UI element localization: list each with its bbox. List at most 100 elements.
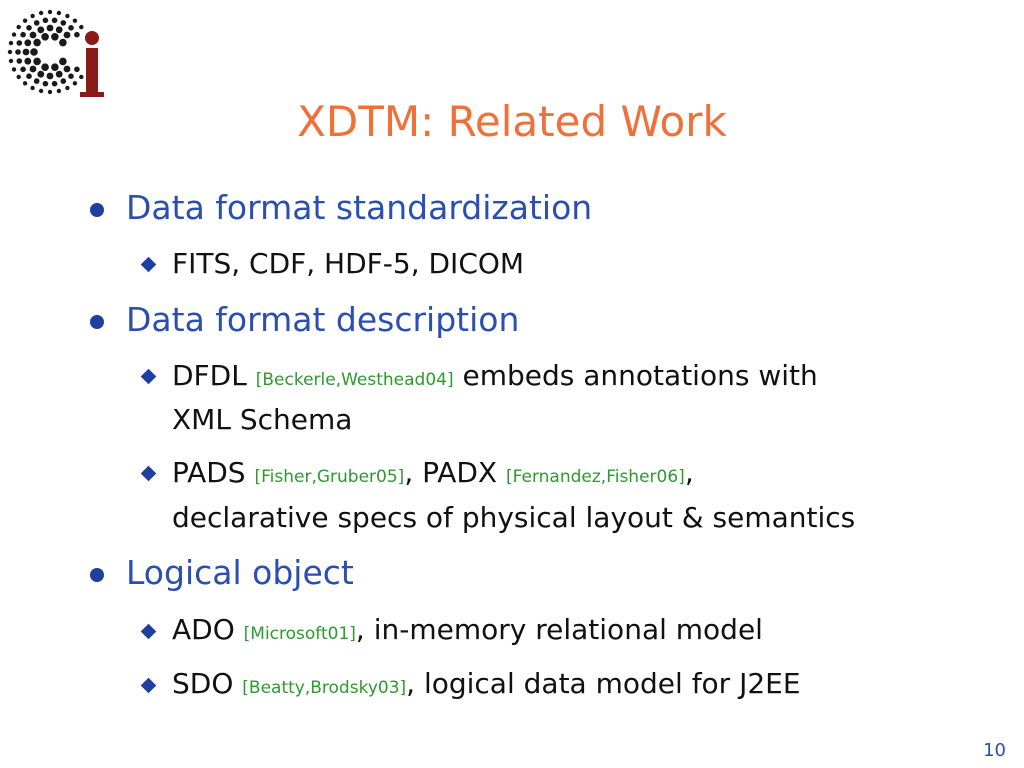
section-heading-standardization: Data format standardization (126, 188, 593, 227)
logo-dot (33, 38, 41, 47)
diamond-bullet-icon (140, 465, 157, 482)
citation: [Fisher,Gruber05] (254, 467, 405, 487)
logo-dot (60, 78, 67, 84)
logo-dot (7, 49, 13, 55)
item-text: ADO (172, 613, 244, 646)
logo-dot (55, 26, 63, 34)
diamond-bullet-icon (140, 256, 157, 273)
bullet-icon (90, 315, 104, 329)
logo-dot (8, 40, 14, 46)
item-text: embeds annotations with (453, 359, 818, 392)
list-item-dfdl-continued: XML Schema (172, 403, 353, 436)
logo-dot (41, 63, 49, 71)
citation: [Beckerle,Westhead04] (255, 370, 454, 390)
logo-dot (33, 57, 41, 66)
logo-dot (74, 66, 80, 73)
logo-dot (65, 85, 70, 91)
logo-dot (60, 20, 67, 26)
logo-dot (30, 85, 35, 91)
item-text: DFDL (172, 359, 256, 392)
page-number: 10 (983, 740, 1006, 761)
logo-dot (26, 73, 32, 79)
logo-letter-i-stem (86, 48, 98, 96)
logo-dot (15, 49, 21, 55)
citation: [Microsoft01] (243, 624, 356, 644)
logo-dot (79, 24, 84, 30)
item-text: , logical data model for J2EE (406, 667, 801, 700)
list-item-dfdl: DFDL [Beckerle,Westhead04] embeds annota… (172, 354, 818, 402)
logo-dot (29, 65, 37, 73)
ci-logo (7, 9, 104, 97)
logo-dot (33, 78, 40, 84)
logo-dot (37, 70, 45, 78)
list-item-sdo: SDO [Beatty,Brodsky03], logical data mod… (172, 662, 801, 710)
logo-dot (51, 33, 59, 41)
logo-dot (30, 48, 38, 56)
item-text: , PADX (404, 456, 507, 489)
item-text: SDO (172, 667, 243, 700)
item-text: PADS (172, 456, 255, 489)
logo-dot (16, 24, 21, 30)
logo-dot (63, 31, 71, 39)
bullet-icon (90, 568, 104, 582)
bullet-icon (90, 203, 104, 217)
logo-dot (41, 33, 49, 41)
logo-dot (16, 74, 21, 80)
logo-dot (30, 13, 35, 19)
logo-dot (22, 81, 28, 86)
diamond-bullet-icon (140, 677, 157, 694)
logo-dot (68, 73, 74, 79)
logo-dot (26, 25, 32, 31)
item-text: , in-memory relational model (355, 613, 763, 646)
list-item-pads: PADS [Fisher,Gruber05], PADX [Fernandez,… (172, 451, 694, 499)
logo-dot (24, 39, 32, 47)
list-item-pads-continued: declarative specs of physical layout & s… (172, 501, 856, 534)
logo-dot (56, 88, 62, 94)
logo-dot (8, 58, 14, 64)
logo-letter-i-base (80, 92, 104, 97)
logo-dot (20, 31, 26, 38)
logo-dot (46, 24, 54, 32)
logo-dot (72, 18, 78, 23)
logo-dot (42, 80, 49, 87)
logo-dot (68, 25, 74, 31)
logo-dot (16, 40, 23, 46)
logo-dot (63, 65, 71, 73)
logo-dot (46, 72, 54, 80)
logo-dot-ring (7, 9, 84, 95)
logo-dot (20, 66, 26, 73)
logo-dot (51, 80, 58, 87)
logo-dot (37, 26, 45, 34)
list-item-ado: ADO [Microsoft01], in-memory relational … (172, 608, 763, 656)
logo-dot (38, 88, 44, 94)
logo-dot (65, 13, 70, 19)
logo-dot (56, 10, 62, 16)
logo-dot (11, 32, 17, 37)
logo-dot (74, 31, 80, 38)
diamond-bullet-icon (140, 368, 157, 385)
logo-dot (59, 57, 67, 66)
citation: [Fernandez,Fisher06] (506, 467, 685, 487)
logo-dot (42, 17, 49, 24)
list-item-formats: FITS, CDF, HDF-5, DICOM (172, 247, 525, 280)
logo-dot (47, 9, 53, 15)
logo-dot (51, 17, 58, 24)
logo-dot (22, 18, 28, 23)
logo-dot (47, 89, 53, 95)
logo-dot (79, 74, 84, 80)
logo-dot (16, 58, 23, 64)
logo-dot (55, 70, 63, 78)
logo-dot (51, 63, 59, 71)
logo-letter-i-dot (85, 31, 99, 45)
item-text: , (684, 456, 694, 489)
section-heading-description: Data format description (126, 300, 520, 339)
citation: [Beatty,Brodsky03] (242, 678, 407, 698)
diamond-bullet-icon (140, 623, 157, 640)
logo-dot (59, 38, 67, 47)
logo-dot (38, 10, 44, 16)
logo-dot (29, 31, 37, 39)
logo-dot (11, 67, 17, 72)
slide-title: XDTM: Related Work (297, 97, 727, 146)
logo-dot (33, 20, 40, 26)
